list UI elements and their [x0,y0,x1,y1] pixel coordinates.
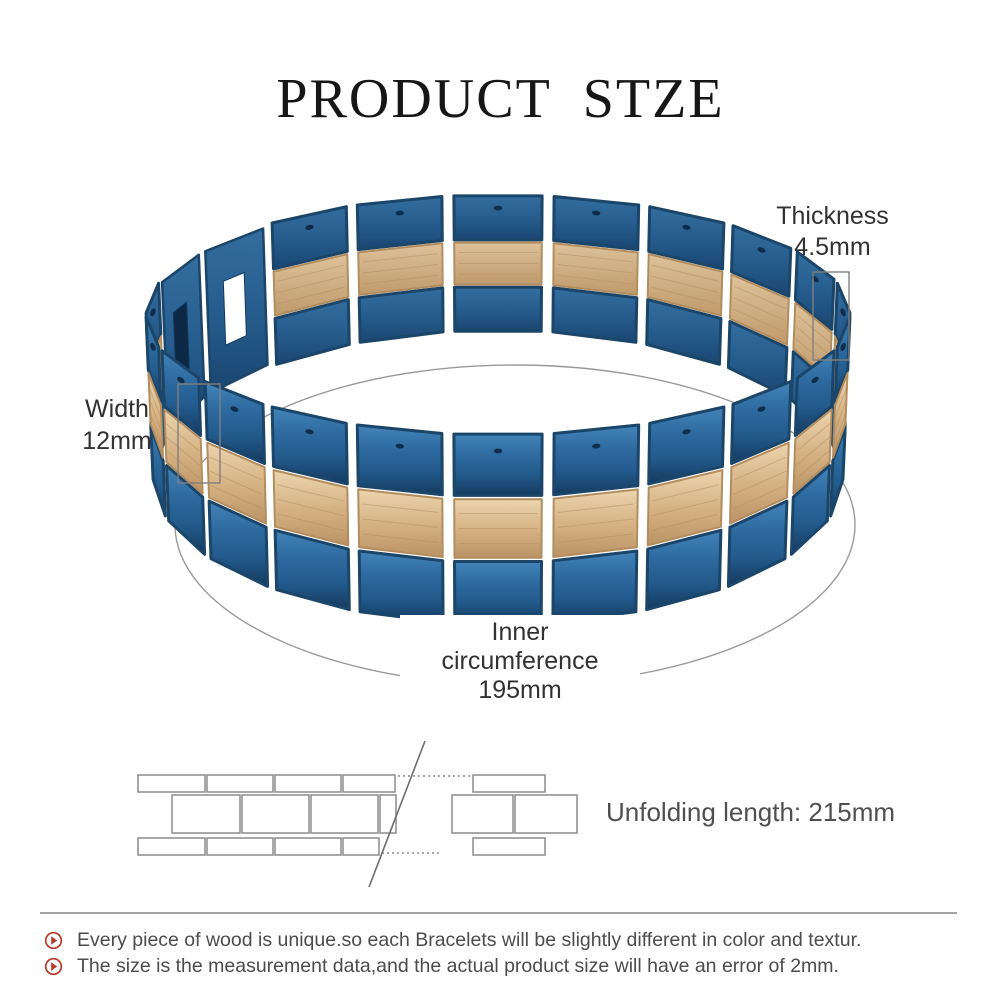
bracelet-link [551,195,641,344]
diagram-link-rect [342,837,380,856]
unfolding-length-label: Unfolding length: 215mm [606,797,896,827]
diagram-link-rect [274,837,342,856]
diagram-link-rect [206,837,274,856]
inner-label-line1: Inner [491,618,549,646]
bracelet-link [645,405,726,612]
bracelet-link [144,315,167,518]
thickness-label-line1: Thickness [776,202,889,230]
diagram-break-line [368,740,426,888]
diagram-link-rect [206,774,274,793]
thickness-bracket [812,271,850,361]
divider-line [40,912,957,914]
thickness-value: 4.5mm [794,233,871,261]
diagram-link-rect [451,794,514,834]
unfolded-links-diagram [137,740,578,888]
bracelet-link [452,194,544,333]
bracelet-link [726,380,793,588]
bracelet-link [270,405,351,612]
diagram-link-rect [472,774,546,793]
page-title: PRODUCT STZE [276,68,725,130]
width-value: 12mm [82,427,152,455]
arrow-bullet-icon [44,957,63,976]
bracelet-link [203,380,270,588]
note-row: Every piece of wood is unique.so each Br… [44,929,861,952]
width-label: Width 12mm [42,393,192,457]
bracelet-link [355,195,445,344]
arrow-bullet-icon [44,931,63,950]
inner-circumference-label: Inner circumference 195mm [400,615,640,711]
thickness-label: Thickness 4.5mm [735,201,930,263]
note-row: The size is the measurement data,and the… [44,955,839,978]
width-label-line1: Width [85,395,149,423]
bracelet-link [452,432,544,625]
measurement-overlays [177,271,850,484]
width-bracket [177,383,221,484]
diagram-link-rect [241,794,310,834]
bracelet-clasp-link [204,227,269,394]
diagram-link-rect [274,774,342,793]
diagram-link-rect [514,794,578,834]
diagram-link-rect [137,774,206,793]
bracelet-link [270,205,351,366]
inner-circumference-value: 195mm [478,676,562,704]
diagram-link-rect [342,774,396,793]
bracelet-photo [144,194,852,625]
bracelet-link [355,423,445,624]
diagram-link-rect [310,794,379,834]
note-text: The size is the measurement data,and the… [77,955,839,977]
diagram-link-rect [472,837,546,856]
note-text: Every piece of wood is unique.so each Br… [77,929,862,951]
inner-label-line2: circumference [441,647,599,675]
bracelet-link [160,349,207,556]
bracelet-link [789,349,836,556]
bracelet-link [726,224,793,397]
diagram-link-rect [171,794,241,834]
bracelet-link [551,423,641,624]
diagram-link-rect [137,837,206,856]
diagram-link-rect [379,794,397,834]
bracelet-link [645,205,726,366]
